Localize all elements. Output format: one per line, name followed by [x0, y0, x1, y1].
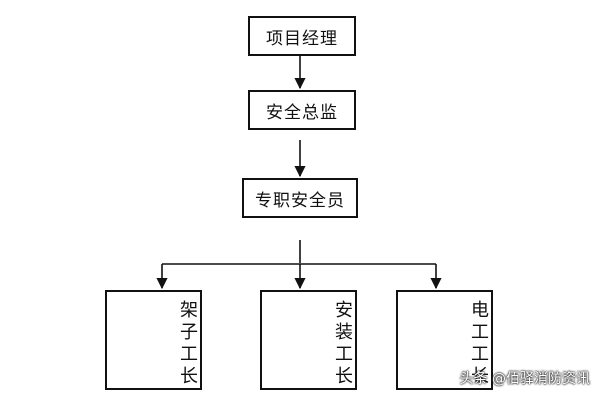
node-scaffold-foreman: 架子工长: [105, 290, 202, 390]
node-safety-officer: 专职安全员: [242, 178, 358, 218]
node-electrical-foreman: 电工工长: [396, 290, 493, 390]
watermark: 头条 @佰驿消防资讯: [459, 371, 590, 387]
node-installation-foreman: 安装工长: [260, 290, 357, 390]
node-project-manager: 项目经理: [248, 16, 356, 56]
node-safety-director: 安全总监: [248, 90, 356, 130]
